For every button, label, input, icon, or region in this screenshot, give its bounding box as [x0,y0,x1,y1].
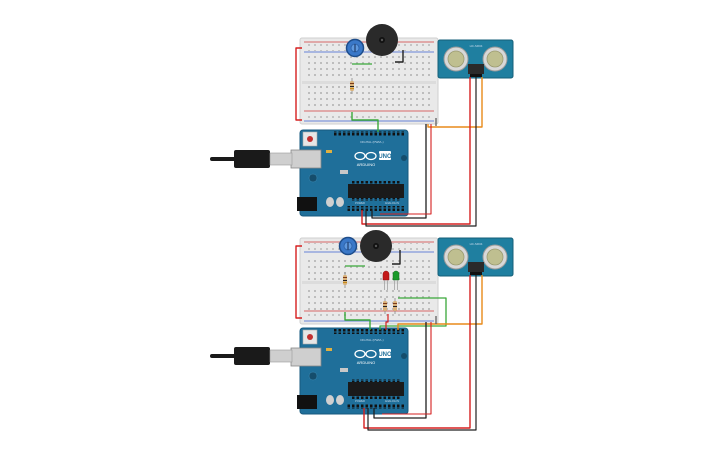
circuit-bottom: HC-SR04 UNO [210,230,514,431]
led-green[interactable] [392,270,400,290]
wire-red [295,47,302,121]
power-header-label: POWER [355,201,365,205]
wire-black [367,275,477,431]
breadboard[interactable] [299,37,439,125]
potentiometer[interactable] [338,236,358,256]
power-header-label: POWER [355,399,365,403]
digital-header-label: DIGITAL (PWM~) [360,140,383,144]
wire-black [371,124,427,219]
analog-header-label: ANALOG IN [385,399,399,403]
wire-green [351,112,379,132]
arduino-brand-text: ARDUINO [357,360,375,365]
potentiometer[interactable] [345,38,365,58]
wires-bottom [295,245,483,431]
wire-green [379,297,447,330]
led-red[interactable] [382,270,390,290]
wire-red [382,322,432,415]
usb-cable[interactable] [210,347,293,365]
piezo-buzzer[interactable] [360,230,392,262]
arduino-logo-text: UNO [378,352,392,358]
usb-cable[interactable] [210,150,293,168]
arduino-uno[interactable]: UNO ARDUINO DIGITAL (PWM~) POWER ANALOG … [290,327,409,415]
resistor[interactable] [383,298,387,314]
resistor[interactable] [393,298,397,314]
wire-red [363,275,471,429]
analog-header-label: ANALOG IN [385,201,399,205]
arduino-uno[interactable]: UNO ARDUINO DIGITAL (PWM~) POWER ANALOG … [290,129,409,217]
ultrasonic-sensor[interactable]: HC-SR04 [437,237,514,277]
wire-black [373,322,427,419]
wire-red [295,245,302,319]
digital-header-label: DIGITAL (PWM~) [360,338,383,342]
sensor-label: HC-SR04 [470,242,483,246]
wire-red [385,314,389,330]
wire-orange [427,77,483,128]
wire-orange [397,275,483,330]
wire-red [380,124,432,215]
wire-black [392,250,401,265]
wire-black [395,50,404,63]
wire-red [361,77,471,225]
resistor[interactable] [343,272,347,288]
ultrasonic-sensor[interactable]: HC-SR04 [437,39,514,79]
piezo-buzzer[interactable] [366,24,398,56]
circuit-top: HC-SR04 UNO [210,24,514,227]
wire-green [344,312,371,330]
arduino-brand-text: ARDUINO [357,162,375,167]
wires-top [295,47,483,227]
resistor[interactable] [350,78,354,94]
breadboard[interactable] [299,237,439,325]
wire-black [365,77,477,227]
sensor-label: HC-SR04 [470,44,483,48]
arduino-logo-text: UNO [378,154,392,160]
